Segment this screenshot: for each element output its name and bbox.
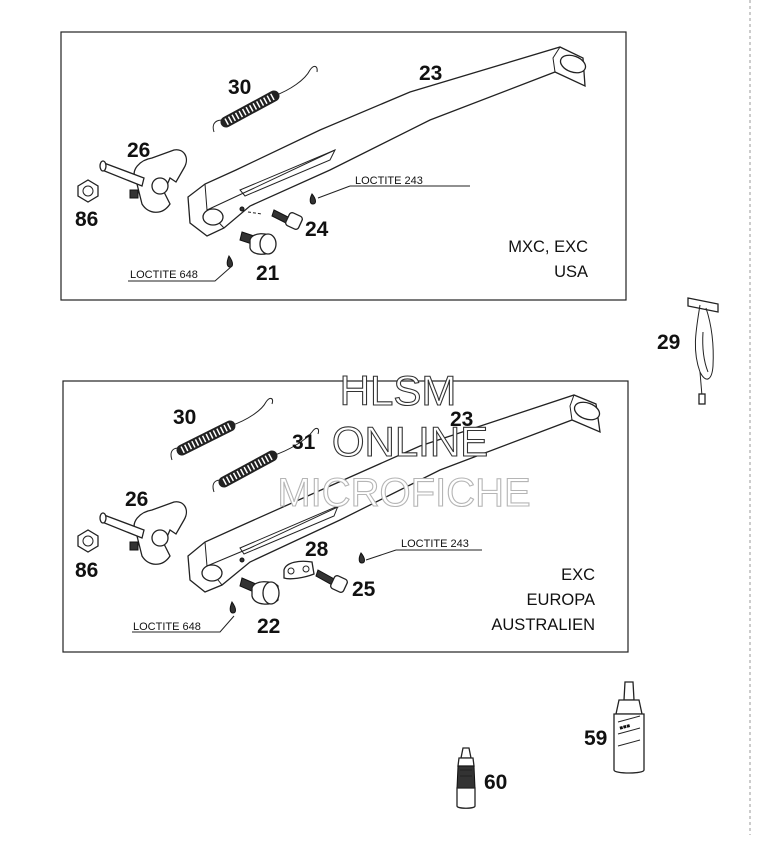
screw-drawing: [315, 552, 365, 593]
side-stand-drawing: [187, 46, 587, 237]
callout-26: 26: [127, 139, 150, 162]
panel-frame: [60, 31, 627, 301]
bushing-drawing: [229, 577, 280, 614]
return-spring-drawing: [170, 397, 273, 461]
loctite-bottle-large-drawing: ■■■: [613, 681, 645, 774]
callout-30: 30: [228, 76, 251, 99]
link-plate-drawing: [283, 560, 315, 580]
panel-usa: 30 23 26 86 24 21 LOCTITE 243 LOCTITE 64…: [60, 31, 627, 301]
return-spring-drawing: [212, 427, 319, 493]
callout-86: 86: [75, 559, 98, 582]
callout-25: 25: [352, 578, 376, 601]
bushing-drawing: [226, 231, 277, 268]
variant-line-2: EUROPA: [527, 591, 595, 609]
variant-line-1: EXC: [561, 566, 595, 584]
side-stand-drawing: [187, 394, 601, 593]
callout-26: 26: [125, 488, 148, 511]
variant-line-2: USA: [554, 263, 588, 281]
callout-23: 23: [419, 62, 442, 85]
return-spring-drawing: [212, 65, 318, 133]
loctite-243-label: LOCTITE 243: [355, 175, 423, 187]
tool-drawing: [687, 297, 719, 405]
loctite-bottle-small-drawing: [456, 747, 476, 809]
callout-30: 30: [173, 406, 196, 429]
panel-europe: 30 31 23 26 86 28 25 22 LOCTITE 243 LOCT…: [62, 380, 629, 653]
watermark-line-3: MICROFICHE: [277, 471, 530, 515]
callout-31: 31: [292, 431, 316, 454]
callout-86: 86: [75, 208, 98, 231]
svg-text:■■■: ■■■: [619, 723, 631, 732]
callout-24: 24: [305, 218, 329, 241]
callout-22: 22: [257, 615, 280, 638]
pivot-bolt-drawing: [77, 501, 188, 565]
callout-21: 21: [256, 262, 280, 285]
loctite-648-label: LOCTITE 648: [133, 621, 201, 633]
callout-59: 59: [584, 727, 607, 750]
callout-28: 28: [305, 538, 329, 561]
watermark-line-2: ONLINE: [332, 418, 488, 465]
watermark-line-1: HLSM: [340, 367, 457, 414]
variant-line-1: MXC, EXC: [508, 238, 588, 256]
screw-drawing: [271, 193, 316, 230]
callout-60: 60: [484, 771, 507, 794]
callout-23: 23: [450, 408, 473, 431]
loctite-243-label: LOCTITE 243: [401, 538, 469, 550]
variant-line-3: AUSTRALIEN: [491, 616, 595, 634]
panel-frame: [62, 380, 629, 653]
pivot-bolt-drawing: [77, 149, 188, 213]
callout-29: 29: [657, 331, 680, 354]
loctite-648-label: LOCTITE 648: [130, 269, 198, 281]
